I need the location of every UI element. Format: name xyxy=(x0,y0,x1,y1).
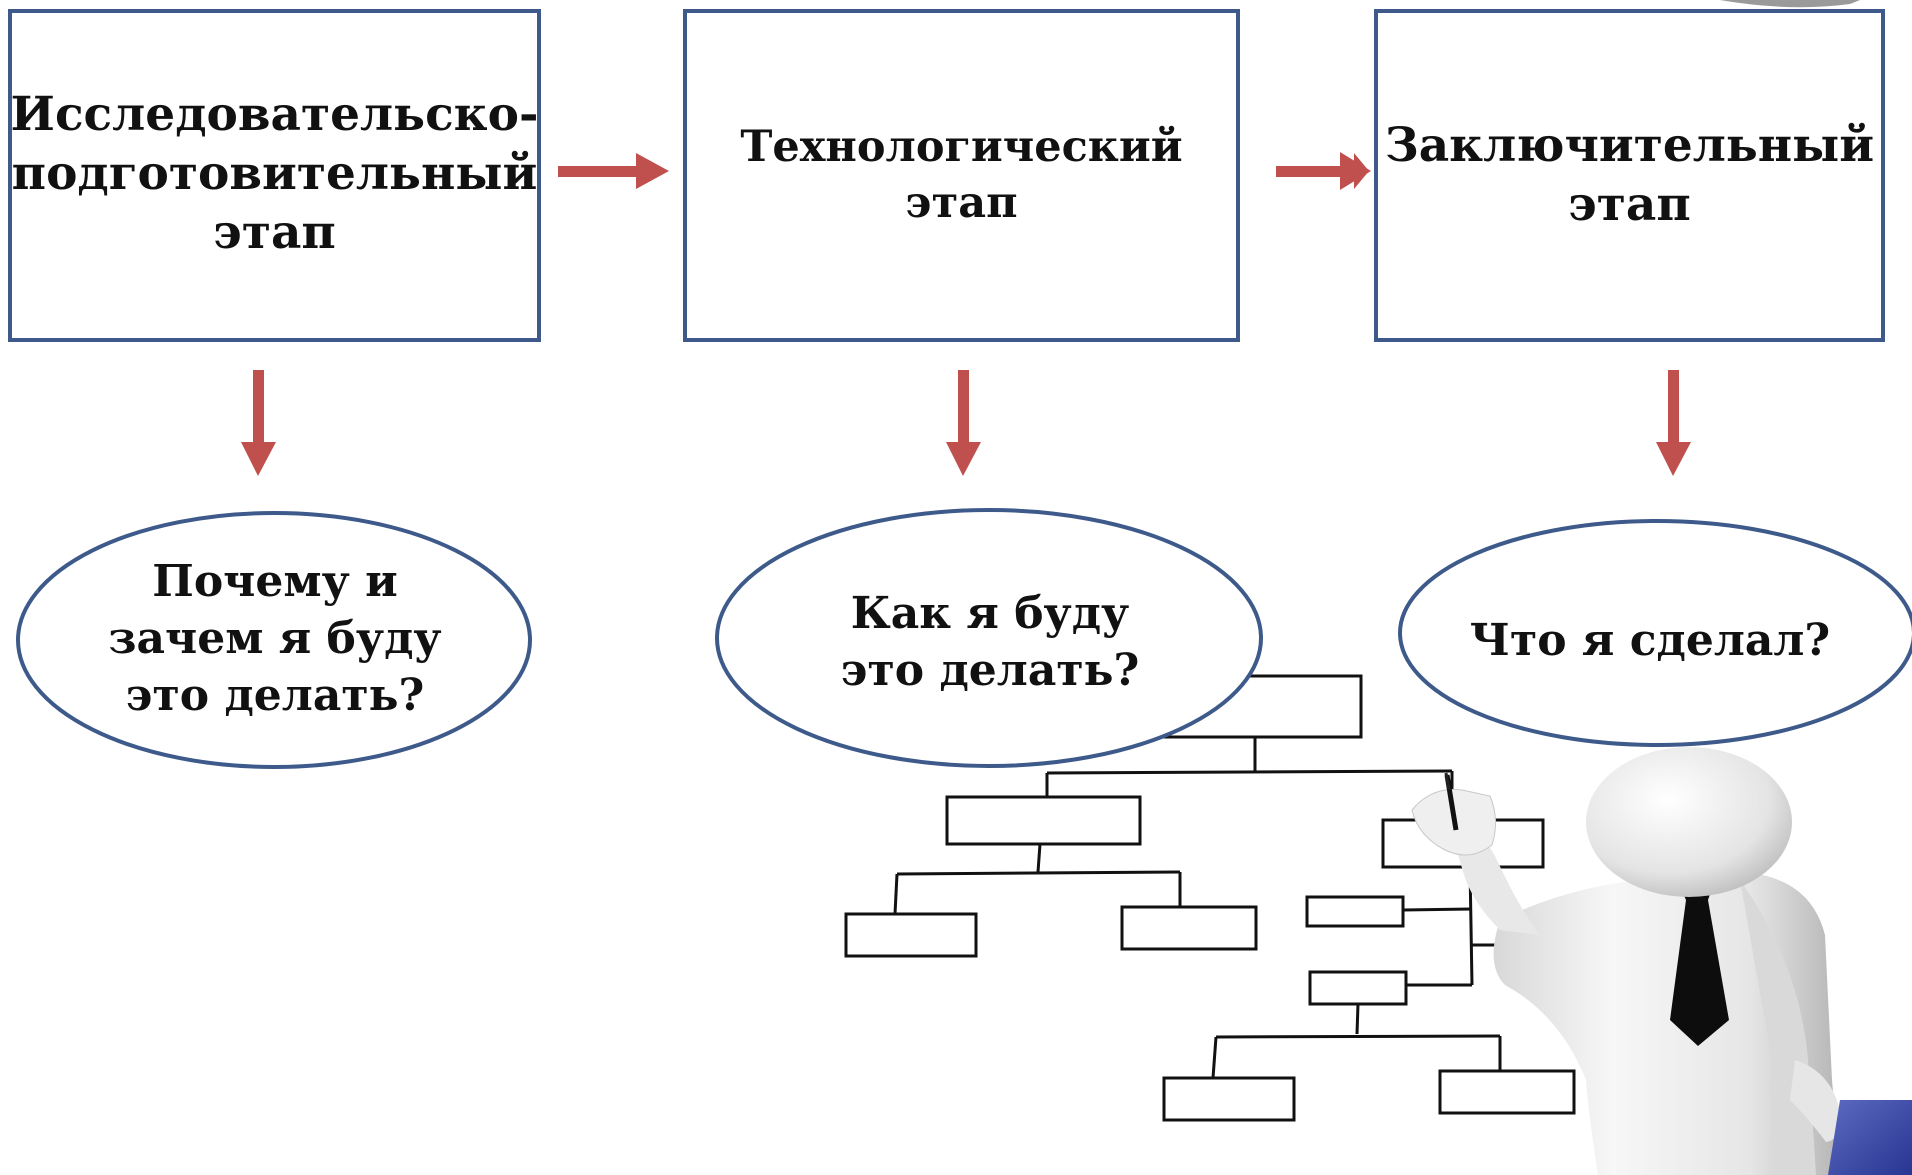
arrow-right-icon xyxy=(558,153,669,189)
arrow-down-icon xyxy=(946,370,981,476)
question-how: Как я буду это делать? xyxy=(840,588,1140,696)
corner-accent xyxy=(1828,1100,1912,1175)
decor-fragment xyxy=(1720,0,1860,8)
stage-title-final: Заключительный этап xyxy=(1384,118,1875,232)
stage-title-research: Исследовательско- подготовительный этап xyxy=(10,86,539,260)
question-ellipse-how xyxy=(715,508,1263,768)
question-why: Почему и зачем я буду это делать? xyxy=(108,555,442,721)
arrow-right-icon xyxy=(1276,152,1371,190)
question-what: Что я сделал? xyxy=(1469,614,1831,666)
question-ellipse-what xyxy=(1398,519,1912,747)
stage-box-final xyxy=(1374,9,1885,342)
arrow-down-icon xyxy=(1656,370,1691,476)
question-ellipse-why xyxy=(16,511,532,769)
stage-box-research xyxy=(8,9,541,342)
arrow-down-icon xyxy=(241,370,276,476)
stage-box-technology xyxy=(683,9,1240,342)
businessman-drawing-icon xyxy=(1411,747,1841,1175)
stage-title-technology: Технологический этап xyxy=(740,122,1183,228)
